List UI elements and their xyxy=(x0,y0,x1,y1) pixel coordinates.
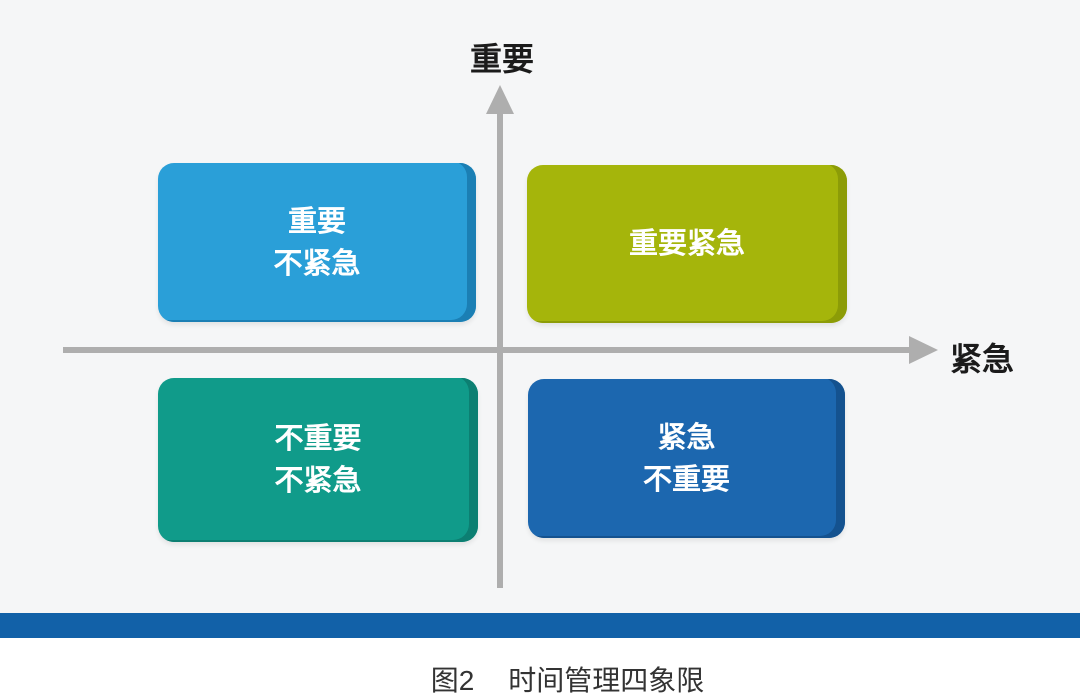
figure-number: 图2 xyxy=(430,665,475,696)
quadrant-important-urgent: 重要紧急 xyxy=(527,165,847,323)
quadrant-label-line: 不紧急 xyxy=(273,247,361,280)
figure-caption: 图2 时间管理四象限 xyxy=(0,659,1080,699)
figure-title: 时间管理四象限 xyxy=(508,665,705,696)
quadrant-label-line: 不重要 xyxy=(642,463,730,496)
vertical-axis-label: 重要 xyxy=(469,41,535,77)
quadrant-label-line: 不紧急 xyxy=(274,465,362,497)
quadrant-label-line: 不重要 xyxy=(274,423,362,455)
arrow-up-icon xyxy=(486,85,514,114)
arrow-right-icon xyxy=(909,336,938,364)
quadrant-label-line: 紧急 xyxy=(657,421,716,454)
quadrant-important-not-urgent: 重要 不紧急 xyxy=(158,163,476,322)
caption-background-strip xyxy=(0,638,1080,699)
divider-bar xyxy=(0,613,1080,638)
quadrant-label-line: 重要紧急 xyxy=(628,228,745,260)
horizontal-axis-label: 紧急 xyxy=(950,341,1015,377)
horizontal-axis-line xyxy=(63,347,910,353)
quadrant-urgent-not-important: 紧急 不重要 xyxy=(528,379,845,538)
quadrant-not-important-not-urgent: 不重要 不紧急 xyxy=(158,378,478,542)
quadrant-label-line: 重要 xyxy=(287,205,346,238)
